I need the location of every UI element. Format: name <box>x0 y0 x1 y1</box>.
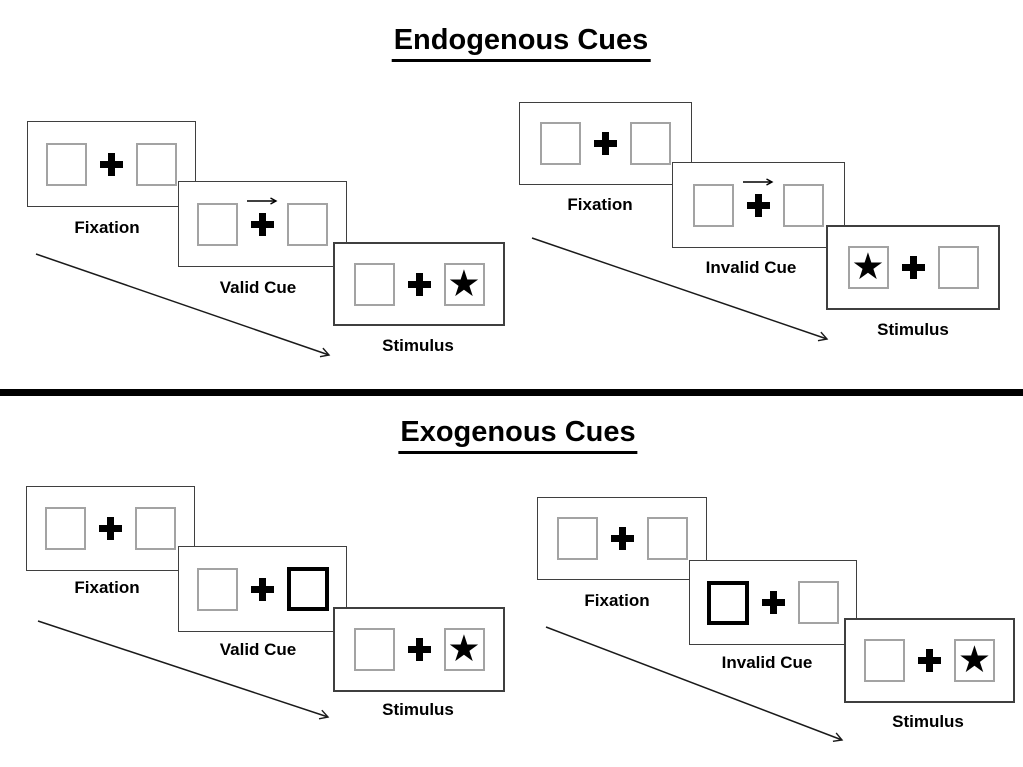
step-label-fixation: Fixation <box>567 195 633 214</box>
bold-cue-box-right <box>286 567 329 611</box>
step-label-stimulus: Stimulus <box>877 320 949 339</box>
star-icon: ★ <box>851 246 885 287</box>
placeholder-box-right <box>646 517 688 560</box>
step-label-stimulus: Stimulus <box>382 336 454 355</box>
fixation-cross-icon <box>407 272 431 296</box>
invalid-cue-screen <box>689 560 857 645</box>
timeline-arrow-icon <box>35 253 331 358</box>
fixation-screen <box>519 102 692 185</box>
cue-arrow-icon <box>247 196 278 205</box>
fixation-cross-icon <box>250 577 274 601</box>
timeline-arrow-icon <box>37 620 330 720</box>
placeholder-box-right <box>798 581 839 624</box>
fixation-screen <box>537 497 707 580</box>
placeholder-box-right <box>937 246 979 289</box>
placeholder-box-right <box>783 183 824 227</box>
star-icon: ★ <box>957 639 992 680</box>
stimulus-screen: ★ <box>333 242 505 326</box>
placeholder-box-left <box>196 567 238 611</box>
stimulus-screen: ★ <box>826 225 1000 310</box>
fixation-screen <box>27 121 196 207</box>
fixation-cross-icon <box>100 152 123 176</box>
step-label-cue: Invalid Cue <box>705 258 797 277</box>
fixation-cross-icon <box>610 527 634 550</box>
placeholder-box-left <box>353 628 395 671</box>
placeholder-box-left <box>45 507 86 550</box>
target-box-right: ★ <box>443 628 485 671</box>
valid-cue-screen <box>178 181 347 267</box>
valid-cue-screen <box>178 546 347 632</box>
target-box-right: ★ <box>954 639 995 682</box>
cue-arrow-icon <box>743 177 774 186</box>
target-box-left: ★ <box>847 246 889 289</box>
section-title-endogenous: Endogenous Cues <box>391 24 651 62</box>
placeholder-box-left <box>864 639 905 682</box>
placeholder-box-left <box>540 122 581 165</box>
fixation-cross-group <box>743 177 774 217</box>
fixation-screen <box>26 486 195 571</box>
star-icon: ★ <box>447 628 481 669</box>
stimulus-screen: ★ <box>333 607 505 692</box>
fixation-cross-icon <box>407 638 431 661</box>
fixation-cross-icon <box>762 591 785 614</box>
step-label-fixation: Fixation <box>74 578 140 597</box>
timeline-arrow-icon <box>531 237 829 342</box>
bold-cue-box-left <box>707 580 749 625</box>
fixation-cross-icon <box>99 517 122 540</box>
step-label-cue: Valid Cue <box>219 640 297 659</box>
timeline-arrow-icon <box>545 626 844 743</box>
placeholder-box-left <box>197 202 238 246</box>
star-icon: ★ <box>447 262 481 304</box>
fixation-cross-icon <box>594 132 617 155</box>
placeholder-box-right <box>136 142 177 186</box>
fixation-cross-group <box>247 196 278 236</box>
fixation-cross-icon <box>901 256 925 279</box>
section-divider <box>0 389 1023 396</box>
fixation-cross-icon <box>918 649 941 672</box>
placeholder-box-left <box>46 142 87 186</box>
step-label-fixation: Fixation <box>74 218 140 237</box>
step-label-cue: Valid Cue <box>219 278 297 297</box>
target-box-right: ★ <box>443 262 485 306</box>
step-label-fixation: Fixation <box>584 591 650 610</box>
step-label-stimulus: Stimulus <box>892 712 964 731</box>
stimulus-screen: ★ <box>844 618 1015 703</box>
placeholder-box-right <box>287 202 328 246</box>
placeholder-box-left <box>693 183 734 227</box>
placeholder-box-right <box>630 122 671 165</box>
placeholder-box-left <box>353 262 395 306</box>
step-label-stimulus: Stimulus <box>382 700 454 719</box>
placeholder-box-left <box>556 517 598 560</box>
placeholder-box-right <box>135 507 176 550</box>
invalid-cue-screen <box>672 162 845 248</box>
section-title-exogenous: Exogenous Cues <box>398 416 638 454</box>
step-label-cue: Invalid Cue <box>721 653 813 672</box>
